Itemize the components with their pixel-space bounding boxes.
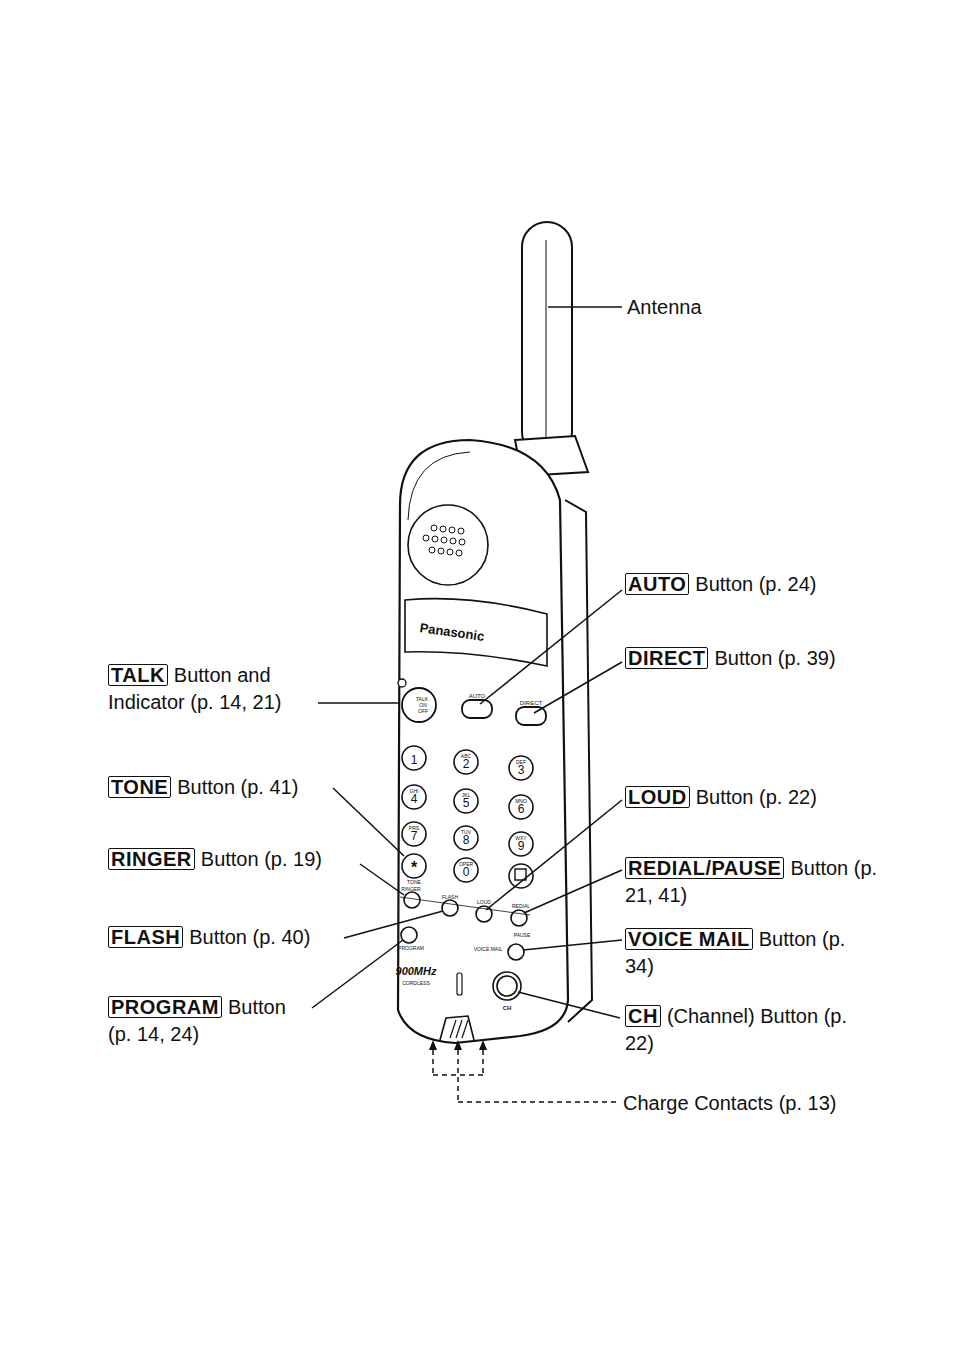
button-name: DIRECT	[625, 647, 708, 669]
printed-marking: RINGER	[401, 887, 420, 892]
callout-text: Charge Contacts (p. 13)	[623, 1092, 836, 1114]
callout-label: Charge Contacts (p. 13)	[623, 1090, 836, 1117]
callout-label: VOICE MAILButton (p. 34)	[625, 926, 853, 980]
button-name: CH	[625, 1005, 661, 1027]
button-name: RINGER	[108, 848, 195, 870]
callout-label: AUTO Button (p. 24)	[625, 571, 817, 598]
callout-label: CH(Channel) Button (p. 22)	[625, 1003, 870, 1057]
callout-label: Antenna	[627, 294, 702, 321]
key-legend: 0	[463, 866, 470, 878]
printed-marking: AUTO	[469, 693, 486, 699]
callout-label: RINGER Button (p. 19)	[108, 846, 322, 873]
key-legend: 8	[463, 834, 470, 846]
printed-marking: ON	[419, 703, 427, 708]
callout-label: TONE Button (p. 41)	[108, 774, 298, 801]
printed-marking: CORDLESS	[402, 981, 430, 986]
key-legend: 7	[411, 830, 418, 842]
callout-label: DIRECT Button (p. 39)	[625, 645, 836, 672]
button-name: AUTO	[625, 573, 689, 595]
printed-marking: DIRECT	[520, 700, 542, 706]
callout-label: PROGRAMButton (p. 14, 24)	[108, 994, 308, 1048]
callout-label: REDIAL/PAUSEButton (p. 21, 41)	[625, 855, 880, 909]
callout-text: Button (p. 24)	[695, 573, 816, 595]
key-legend: 2	[463, 758, 470, 770]
printed-marking: TONE	[407, 880, 421, 885]
callout-text: Button (p. 39)	[714, 647, 835, 669]
callout-text: Button (p. 41)	[177, 776, 298, 798]
callout-label: LOUD Button (p. 22)	[625, 784, 817, 811]
key-legend: 4	[411, 793, 418, 805]
key-legend: 900MHz	[396, 966, 437, 977]
button-name: TALK	[108, 664, 168, 686]
key-legend: 3	[518, 764, 525, 776]
button-name: LOUD	[625, 786, 690, 808]
printed-marking: FLASH	[442, 895, 458, 900]
printed-marking: PROGRAM	[398, 946, 424, 951]
callout-text: Button (p. 19)	[201, 848, 322, 870]
printed-marking: OFF	[418, 709, 428, 714]
key-legend: 9	[518, 840, 525, 852]
button-name: FLASH	[108, 926, 183, 948]
callout-label: TALKButton and Indicator (p. 14, 21)	[108, 662, 323, 716]
button-name: REDIAL/PAUSE	[625, 857, 784, 879]
key-legend: *	[411, 860, 417, 876]
callout-text: Antenna	[627, 296, 702, 318]
callout-text: Button (p. 40)	[189, 926, 310, 948]
printed-marking: PAUSE	[514, 933, 531, 938]
printed-marking: VOICE MAIL	[474, 947, 503, 952]
button-name: TONE	[108, 776, 171, 798]
callout-label: FLASH Button (p. 40)	[108, 924, 310, 951]
printed-marking: REDIAL	[512, 904, 530, 909]
printed-marking: TALK	[416, 697, 428, 702]
button-name: PROGRAM	[108, 996, 222, 1018]
key-legend: 5	[463, 797, 470, 809]
button-name: VOICE MAIL	[625, 928, 753, 950]
key-legend: 1	[411, 754, 418, 766]
callout-text: Button (p. 22)	[696, 786, 817, 808]
printed-marking: LOUD	[477, 900, 491, 905]
printed-marking: CH	[503, 1005, 512, 1011]
key-legend: 6	[518, 803, 525, 815]
